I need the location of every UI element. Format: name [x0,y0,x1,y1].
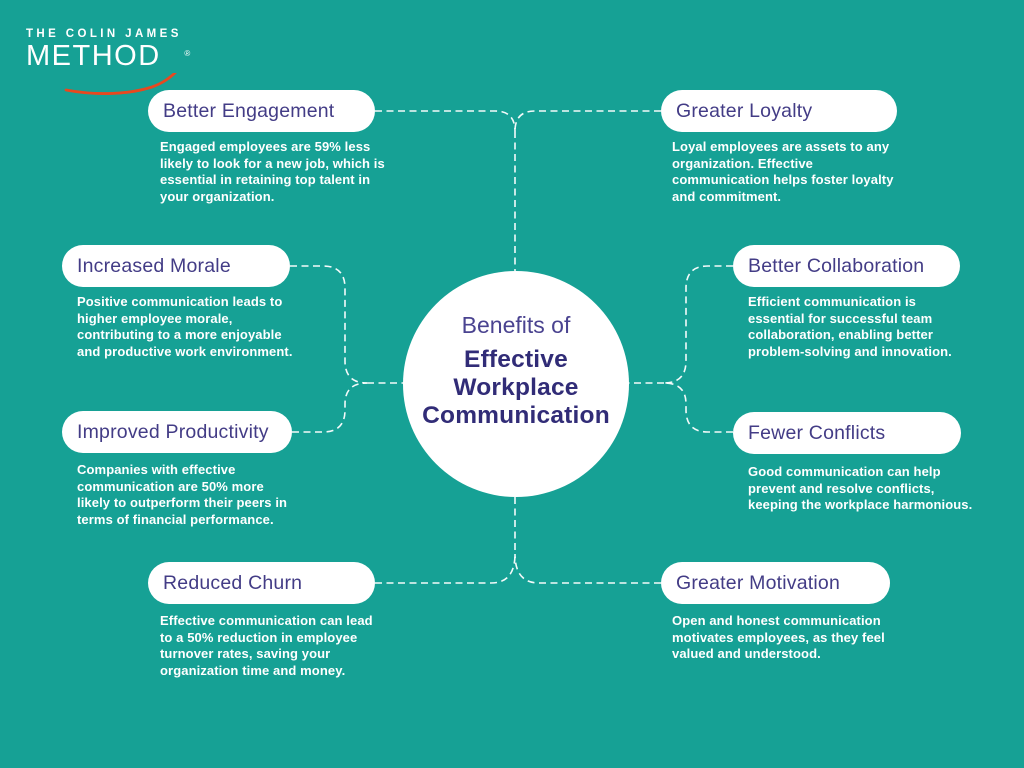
benefit-label: Better Engagement [163,99,335,122]
center-title: Effective Workplace Communication [422,346,610,429]
benefit-label: Improved Productivity [77,420,269,443]
center-text-block: Benefits of Effective Workplace Communic… [422,312,610,430]
registered-mark: ® [184,49,192,58]
benefit-pill-greater-motivation: Greater Motivation [661,562,890,604]
benefit-description-fewer-conflicts: Good communication can help prevent and … [748,464,973,512]
benefit-description-reduced-churn: Effective communication can lead to a 50… [160,613,373,678]
logo-wordmark: METHOD [26,40,161,72]
benefit-label: Reduced Churn [163,571,303,594]
benefit-label: Greater Motivation [676,571,840,594]
benefit-description-improved-productivity: Companies with effective communication a… [77,462,288,527]
benefit-pill-better-engagement: Better Engagement [148,90,375,132]
logo-line1: THE COLIN JAMES [26,28,182,40]
benefit-pill-reduced-churn: Reduced Churn [148,562,375,604]
benefit-pill-improved-productivity: Improved Productivity [62,411,292,453]
center-subtitle: Benefits of [461,312,571,338]
benefit-label: Increased Morale [77,254,231,277]
benefit-pill-better-collaboration: Better Collaboration [733,245,960,287]
benefit-label: Greater Loyalty [676,99,813,122]
benefit-description-better-engagement: Engaged employees are 59% less likely to… [160,139,385,204]
benefit-pill-greater-loyalty: Greater Loyalty [661,90,897,132]
benefit-description-greater-motivation: Open and honest communication motivates … [672,613,885,661]
center-circle: Benefits of Effective Workplace Communic… [403,271,629,497]
benefit-description-greater-loyalty: Loyal employees are assets to any organi… [672,139,894,204]
benefit-pill-fewer-conflicts: Fewer Conflicts [733,412,961,454]
benefit-description-better-collaboration: Efficient communication is essential for… [748,294,952,359]
benefit-label: Fewer Conflicts [748,421,886,444]
benefit-pill-increased-morale: Increased Morale [62,245,290,287]
benefit-description-increased-morale: Positive communication leads to higher e… [77,294,293,359]
benefit-label: Better Collaboration [748,254,925,277]
brand-logo: THE COLIN JAMES METHOD ® [26,27,190,95]
logo-line2: METHOD ® [26,40,190,72]
